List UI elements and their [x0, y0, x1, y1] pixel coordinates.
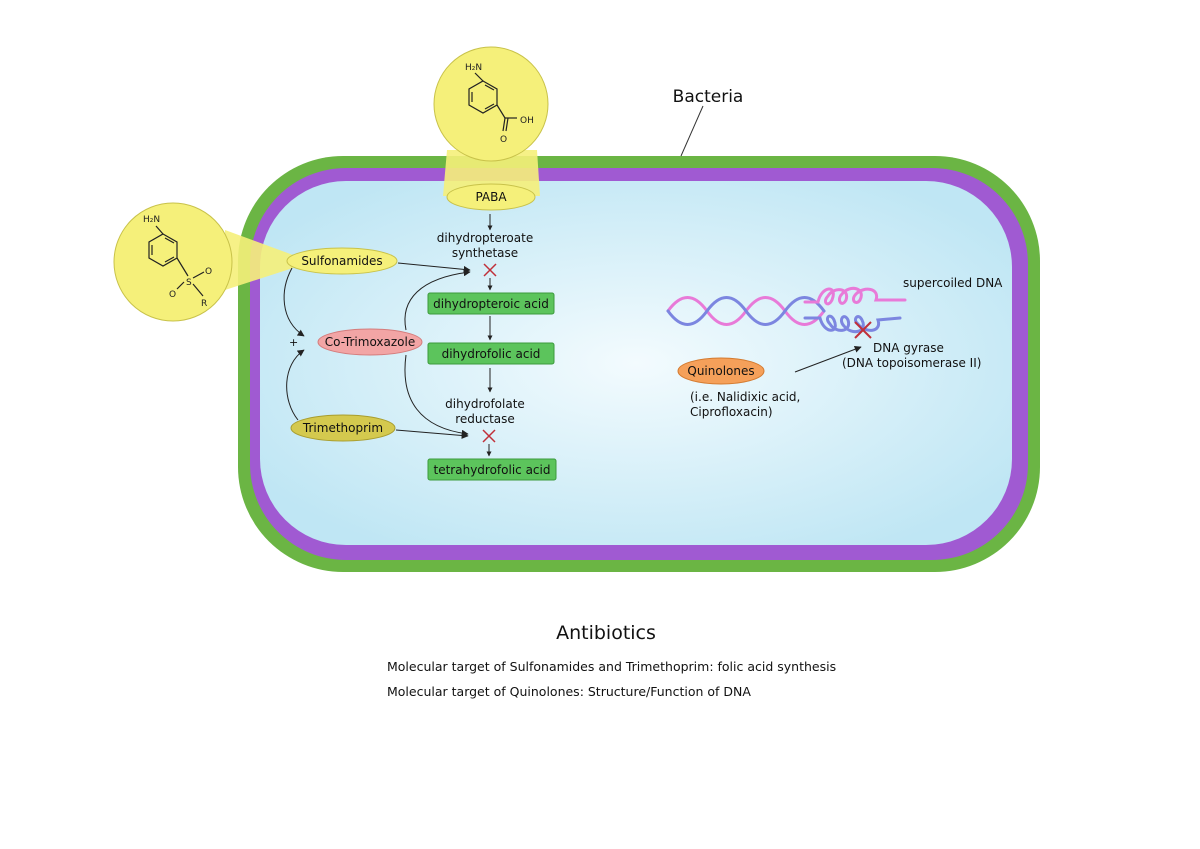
quinolones-inhibition-arrow: [794, 345, 862, 373]
paba-hydroxyl-label: OH: [520, 116, 534, 126]
paba-structure-circle: [433, 46, 549, 162]
sulfonamide-oxygen-right-label: O: [205, 267, 212, 277]
dhps-label-line1: dihydropteroate: [437, 231, 533, 245]
sulfonamides-inhibition-arrow: [397, 262, 471, 273]
dihydropteroic-acid-box: [427, 292, 555, 315]
paba-label: PABA: [475, 190, 507, 204]
relaxed-dna-strand: [666, 296, 826, 326]
quinolones-label: Quinolones: [687, 364, 754, 378]
sulfonamide-structure-circle: [113, 202, 233, 322]
dihydropteroic-acid-label: dihydropteroic acid: [433, 297, 549, 311]
paba-callout: H₂N OH O PABA: [433, 46, 549, 211]
dhps-inhibition-x-icon: [483, 263, 497, 277]
gyrase-inhibition-x-icon: [854, 321, 872, 339]
cotrimoxazole-to-dhps-arrow: [404, 269, 471, 331]
trimethoprim-inhibition-arrow: [395, 429, 469, 439]
cytoplasm: [260, 181, 1012, 545]
sulfonamides-node: Sulfonamides: [286, 247, 398, 275]
caption-title: Antibiotics: [556, 622, 656, 644]
bacteria-pointer-line: [680, 105, 704, 157]
dhps-label-line2: synthetase: [452, 246, 518, 260]
quinolones-node: [677, 357, 765, 385]
dna-section: supercoiled DNA DNA gyrase (DNA topoisom…: [666, 276, 1003, 419]
tetrahydrofolic-acid-label: tetrahydrofolic acid: [434, 463, 551, 477]
paba-callout-beam: [443, 150, 540, 196]
trimethoprim-node: Trimethoprim: [290, 414, 396, 442]
sulfonamide-amine-label: H₂N: [143, 215, 160, 225]
supercoiled-dna-label: supercoiled DNA: [903, 276, 1003, 290]
combination-plus-sign: +: [289, 336, 298, 349]
sulfonamide-structure: [148, 225, 205, 297]
paba-oxygen-label: O: [500, 135, 507, 145]
folate-pathway: dihydropteroate synthetase dihydropteroi…: [427, 214, 557, 481]
sulfonamide-sulfur-label: S: [186, 278, 192, 288]
bacteria-title: Bacteria: [673, 87, 744, 107]
sulfonamide-callout: H₂N O S O R: [113, 202, 293, 322]
dihydrofolic-acid-box: [427, 342, 555, 365]
paba-structure: [468, 72, 517, 132]
trimethoprim-label: Trimethoprim: [302, 421, 383, 435]
dhfr-inhibition-x-icon: [482, 429, 496, 443]
quinolone-examples-line1: (i.e. Nalidixic acid,: [690, 390, 800, 404]
dna-gyrase-label-line2: (DNA topoisomerase II): [842, 356, 981, 370]
supercoiled-dna-pink: [803, 286, 907, 306]
cotrimoxazole-node: Co-Trimoxazole: [317, 328, 423, 356]
sulfonamide-oxygen-left-label: O: [169, 290, 176, 300]
sulfonamides-label: Sulfonamides: [301, 254, 382, 268]
paba-amine-label: H₂N: [465, 63, 482, 73]
trimethoprim-to-combo-arrow: [286, 349, 305, 421]
cotrimoxazole-to-dhfr-arrow: [404, 354, 469, 437]
cotrimoxazole-label: Co-Trimoxazole: [325, 335, 415, 349]
caption-folate-target: Molecular target of Sulfonamides and Tri…: [387, 659, 837, 674]
sulfonamide-callout-beam: [225, 230, 293, 290]
caption-dna-target: Molecular target of Quinolones: Structur…: [387, 684, 751, 699]
dhfr-label-line1: dihydrofolate: [445, 397, 525, 411]
quinolone-examples-line2: Ciprofloxacin): [690, 405, 773, 419]
dhfr-label-line2: reductase: [455, 412, 515, 426]
sulfonamides-to-combo-arrow: [283, 267, 305, 337]
paba-node: [446, 183, 536, 211]
tetrahydrofolic-acid-box: [427, 458, 557, 481]
dihydrofolic-acid-label: dihydrofolic acid: [442, 347, 541, 361]
sulfonamide-r-label: R: [201, 299, 207, 309]
dna-gyrase-label-line1: DNA gyrase: [873, 341, 944, 355]
